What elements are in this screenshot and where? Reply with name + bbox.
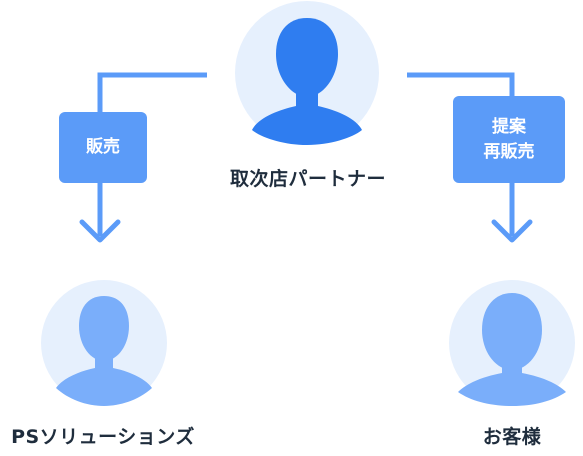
arrow-down-icon	[491, 219, 533, 243]
partner-label: 取次店パートナー	[229, 168, 386, 190]
customer-node	[449, 280, 575, 406]
edge-tag-proposal-resale: 提案 再販売	[453, 96, 565, 183]
edge-label-sales: 販売	[86, 137, 120, 158]
ps-solutions-node	[41, 280, 167, 406]
edge-label-proposal: 提案	[492, 116, 526, 137]
ps-solutions-label: PSソリューションズ	[11, 426, 195, 448]
person-icon	[252, 18, 362, 145]
partner-node	[235, 1, 379, 145]
edge-label-resale: 再販売	[483, 141, 535, 162]
person-icon	[458, 293, 566, 406]
edge-tag-sales: 販売	[59, 112, 147, 183]
customer-label: お客様	[482, 426, 542, 448]
arrow-down-icon	[79, 219, 121, 243]
person-icon	[56, 296, 152, 406]
